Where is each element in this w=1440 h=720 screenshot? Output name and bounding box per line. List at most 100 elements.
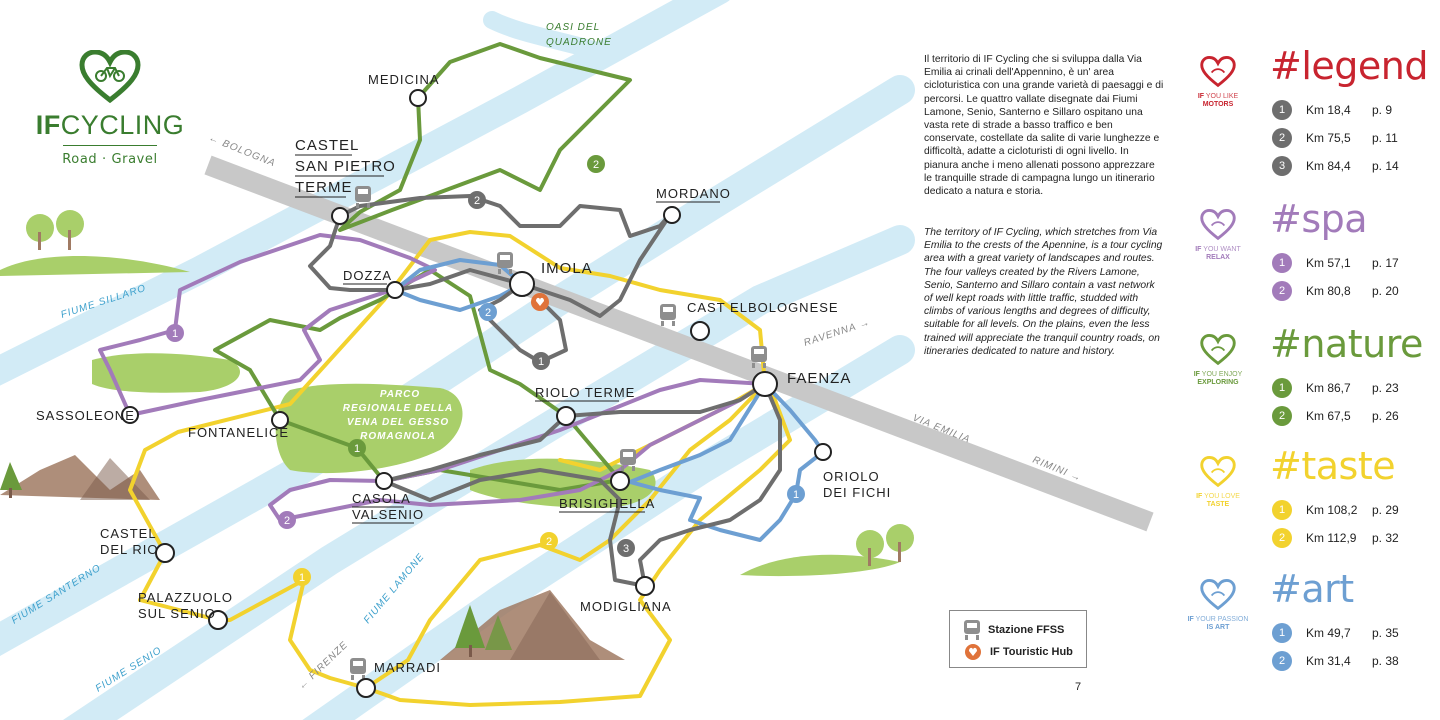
label-oasi-1: Oasi del [546,22,600,33]
station-icons [350,186,767,680]
route-badges: 2 1 3 1 2 1 2 1 2 1 2 [166,155,805,586]
route-distance: Km 31,4 [1306,654,1351,668]
route-motors-dark-3 [308,214,524,292]
train-station-icon-marradi [350,658,366,680]
label-parco-3: Vena del Gesso [347,417,449,428]
badge-motors-2: 2 [468,191,486,209]
label-castel-del-rio-2: Del Rio [100,542,159,557]
route-page: p. 35 [1372,626,1399,640]
svg-text:2: 2 [284,515,290,527]
route-distance: Km 49,7 [1306,626,1351,640]
legend-tag-motors: #legend [1270,44,1428,88]
legend-tag-spa: #spa [1270,197,1368,241]
badge-art-2: 2 [479,303,497,321]
train-station-icon-brisighella [620,449,636,471]
dot-mordano [663,206,681,224]
label-imola: Imola [541,260,593,277]
label-oriolo-1: Oriolo [823,469,880,484]
svg-text:1: 1 [793,489,799,501]
label-fontanelice: Fontanelice [188,425,289,440]
label-castelbolognese: Cast elbolognese [687,300,839,315]
route-number-badge: 3 [1272,156,1292,176]
svg-text:1: 1 [172,328,178,340]
dot-sassoleone [121,406,139,424]
label-dozza: Dozza [343,268,392,283]
route-page: p. 26 [1372,409,1399,423]
dot-riolo [556,406,576,426]
label-riolo: Riolo Terme [535,385,635,400]
place-labels: Medicina Castel San Pietro Terme Dozza I… [36,72,891,675]
label-casola-2: Valsenio [352,507,424,522]
label-ravenna: Ravenna → [803,317,872,349]
label-parco-1: Parco [380,389,420,400]
svg-text:2: 2 [593,159,599,171]
legend-route-motors-3[interactable]: 3 Km 84,4 p. 14 [1272,156,1399,176]
river-sillaro [0,0,730,386]
route-motors-dark [338,194,674,364]
dot-castelbolognese [690,321,710,341]
touristic-hub-icon [531,293,549,311]
label-oriolo-2: dei Fichi [823,485,891,500]
route-number-badge: 1 [1272,500,1292,520]
label-fiume-lamone: Fiume Lamone [362,551,427,626]
dot-imola [509,271,535,297]
badge-motors-1: 1 [532,352,550,370]
route-distance: Km 57,1 [1306,256,1351,270]
badge-motors-3: 3 [617,539,635,557]
route-spa-2 [268,378,767,522]
route-page: p. 29 [1372,503,1399,517]
route-distance: Km 67,5 [1306,409,1351,423]
brand-name: IFCYCLING [35,110,185,140]
dot-castel-del-rio [155,543,175,563]
intro-italian: Il territorio di IF Cycling che si svilu… [924,54,1164,198]
legend-route-taste-1[interactable]: 1 Km 108,2 p. 29 [1272,500,1399,520]
badge-taste-1: 1 [293,568,311,586]
train-station-icon-faenza [751,346,767,368]
label-mordano: Mordano [656,186,731,201]
route-distance: Km 108,2 [1306,503,1358,517]
route-spa [98,233,437,417]
brand-subtitle: Road · Gravel [62,152,158,167]
route-number-badge: 2 [1272,651,1292,671]
svg-text:1: 1 [538,356,544,368]
route-number-badge: 2 [1272,128,1292,148]
dot-oriolo [814,443,832,461]
route-distance: Km 75,5 [1306,131,1351,145]
river-lamone [302,335,915,720]
dot-brisighella [610,471,630,491]
touristic-hub-key-icon [965,644,981,660]
park-right-hill [740,554,900,577]
intro-english: The territory of IF Cycling, which stret… [924,227,1163,357]
label-castel-1: Castel [295,137,359,154]
label-palazzuolo-2: Sul Senio [138,606,216,621]
badge-spa-2: 2 [278,511,296,529]
route-page: p. 17 [1372,256,1399,270]
route-page: p. 14 [1372,159,1399,173]
park-sassoleone [92,353,240,393]
train-station-icon [964,620,980,640]
badge-spa-1: 1 [166,324,184,342]
svg-text:2: 2 [485,307,491,319]
label-modigliana: Modigliana [580,599,672,614]
route-number-badge: 1 [1272,378,1292,398]
via-emilia-road [204,155,1154,532]
route-distance: Km 84,4 [1306,159,1351,173]
park-brisighella [470,458,656,508]
map-key: Stazione FFSS IF Touristic Hub [949,610,1087,668]
label-casola-1: Casola [352,491,411,506]
badge-art-1: 1 [787,485,805,503]
label-palazzuolo-1: Palazzuolo [138,590,233,605]
route-page: p. 23 [1372,381,1399,395]
legend-tag-art: #art [1270,567,1354,611]
